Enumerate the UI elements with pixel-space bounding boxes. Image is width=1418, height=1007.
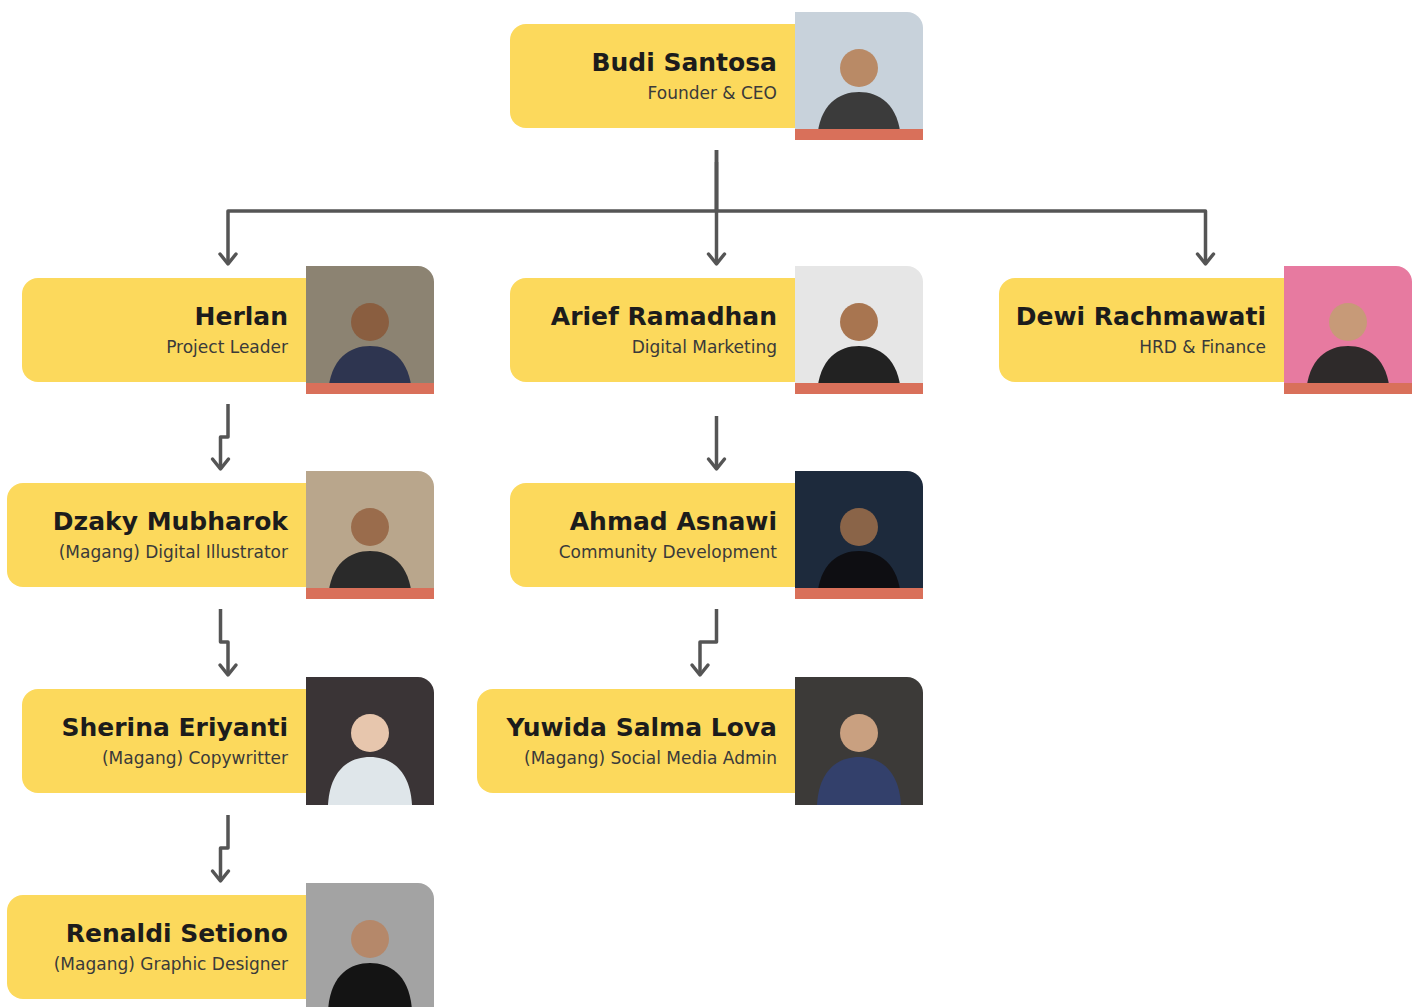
arrow-head — [692, 665, 708, 675]
arrow-head — [709, 459, 725, 469]
person-name: Renaldi Setiono — [66, 918, 288, 949]
person-role: (Magang) Social Media Admin — [524, 747, 777, 770]
accent-bar — [795, 383, 923, 394]
arrow-head — [213, 871, 229, 881]
photo-head — [351, 508, 389, 546]
portrait-photo — [306, 677, 434, 805]
person-role: Founder & CEO — [648, 82, 777, 105]
person-card: Ahmad AsnawiCommunity Development — [510, 471, 923, 599]
portrait-photo — [306, 471, 434, 599]
accent-bar — [795, 129, 923, 140]
card-text: HerlanProject Leader — [166, 278, 288, 382]
photo-ground — [795, 12, 923, 140]
person-card: HerlanProject Leader — [22, 266, 434, 394]
card-text: Dzaky Mubharok (Magang) Digital Illustrat… — [53, 483, 288, 587]
card-text: Ahmad AsnawiCommunity Development — [559, 483, 777, 587]
person-card: Yuwida Salma Lova (Magang) Social Media A… — [477, 677, 923, 805]
person-role: (Magang) Copywritter — [102, 747, 288, 770]
portrait-photo — [795, 266, 923, 394]
person-name: Budi Santosa — [591, 47, 777, 78]
connector-arrow — [220, 150, 717, 264]
connector-arrow — [717, 150, 1214, 264]
card-text: Yuwida Salma Lova (Magang) Social Media A… — [506, 689, 777, 793]
portrait-photo — [306, 266, 434, 394]
photo-head — [351, 303, 389, 341]
photo-ground — [795, 471, 923, 599]
photo-head — [840, 49, 878, 87]
photo-ground — [306, 471, 434, 599]
person-card: Renaldi Setiono (Magang) Graphic Designer — [7, 883, 434, 1007]
connector-arrow — [220, 609, 236, 675]
card-text: Sherina Eriyanti (Magang) Copywritter — [62, 689, 289, 793]
connector-line — [717, 150, 1206, 264]
connector-arrow — [692, 609, 717, 675]
arrow-head — [213, 459, 229, 469]
accent-bar — [795, 588, 923, 599]
portrait-photo — [795, 677, 923, 805]
portrait-photo — [306, 883, 434, 1007]
person-role: (Magang) Digital Illustrator — [59, 541, 288, 564]
arrow-head — [220, 665, 236, 675]
connector-line — [715, 416, 719, 469]
person-card: Arief RamadhanDigital Marketing — [510, 266, 923, 394]
person-card: Budi SantosaFounder & CEO — [510, 12, 923, 140]
arrow-head — [709, 254, 725, 264]
photo-head — [351, 920, 389, 958]
photo-ground — [795, 266, 923, 394]
card-text: Renaldi Setiono (Magang) Graphic Designer — [54, 895, 288, 999]
portrait-photo — [1284, 266, 1412, 394]
portrait-photo — [795, 471, 923, 599]
connector-line — [228, 150, 717, 264]
person-role: Project Leader — [166, 336, 288, 359]
photo-ground — [1284, 266, 1412, 394]
accent-bar — [306, 588, 434, 599]
person-role: Community Development — [559, 541, 777, 564]
arrow-head — [1198, 254, 1214, 264]
person-card: Sherina Eriyanti (Magang) Copywritter — [22, 677, 434, 805]
person-name: Arief Ramadhan — [551, 301, 777, 332]
card-text: Budi SantosaFounder & CEO — [591, 24, 777, 128]
card-text: Arief RamadhanDigital Marketing — [551, 278, 777, 382]
photo-head — [840, 508, 878, 546]
connector-arrow — [709, 416, 725, 469]
person-card: Dzaky Mubharok (Magang) Digital Illustrat… — [7, 471, 434, 599]
person-name: Dzaky Mubharok — [53, 506, 288, 537]
photo-ground — [306, 883, 434, 1007]
accent-bar — [1284, 383, 1412, 394]
accent-bar — [306, 383, 434, 394]
person-role: HRD & Finance — [1139, 336, 1266, 359]
arrow-head — [220, 254, 236, 264]
person-role: (Magang) Graphic Designer — [54, 953, 288, 976]
connector-arrow — [213, 404, 229, 469]
person-name: Dewi Rachmawati — [1016, 301, 1266, 332]
photo-head — [840, 714, 878, 752]
person-role: Digital Marketing — [632, 336, 777, 359]
portrait-photo — [795, 12, 923, 140]
photo-head — [840, 303, 878, 341]
person-name: Herlan — [195, 301, 288, 332]
photo-body — [817, 757, 901, 805]
person-card: Dewi RachmawatiHRD & Finance — [999, 266, 1412, 394]
connector-arrow — [213, 815, 229, 881]
person-name: Ahmad Asnawi — [570, 506, 777, 537]
photo-ground — [306, 677, 434, 805]
card-text: Dewi RachmawatiHRD & Finance — [1016, 278, 1266, 382]
photo-body — [328, 757, 412, 805]
photo-ground — [795, 677, 923, 805]
person-name: Yuwida Salma Lova — [506, 712, 777, 743]
photo-body — [328, 963, 412, 1007]
person-name: Sherina Eriyanti — [62, 712, 289, 743]
photo-head — [1329, 303, 1367, 341]
photo-head — [351, 714, 389, 752]
photo-ground — [306, 266, 434, 394]
